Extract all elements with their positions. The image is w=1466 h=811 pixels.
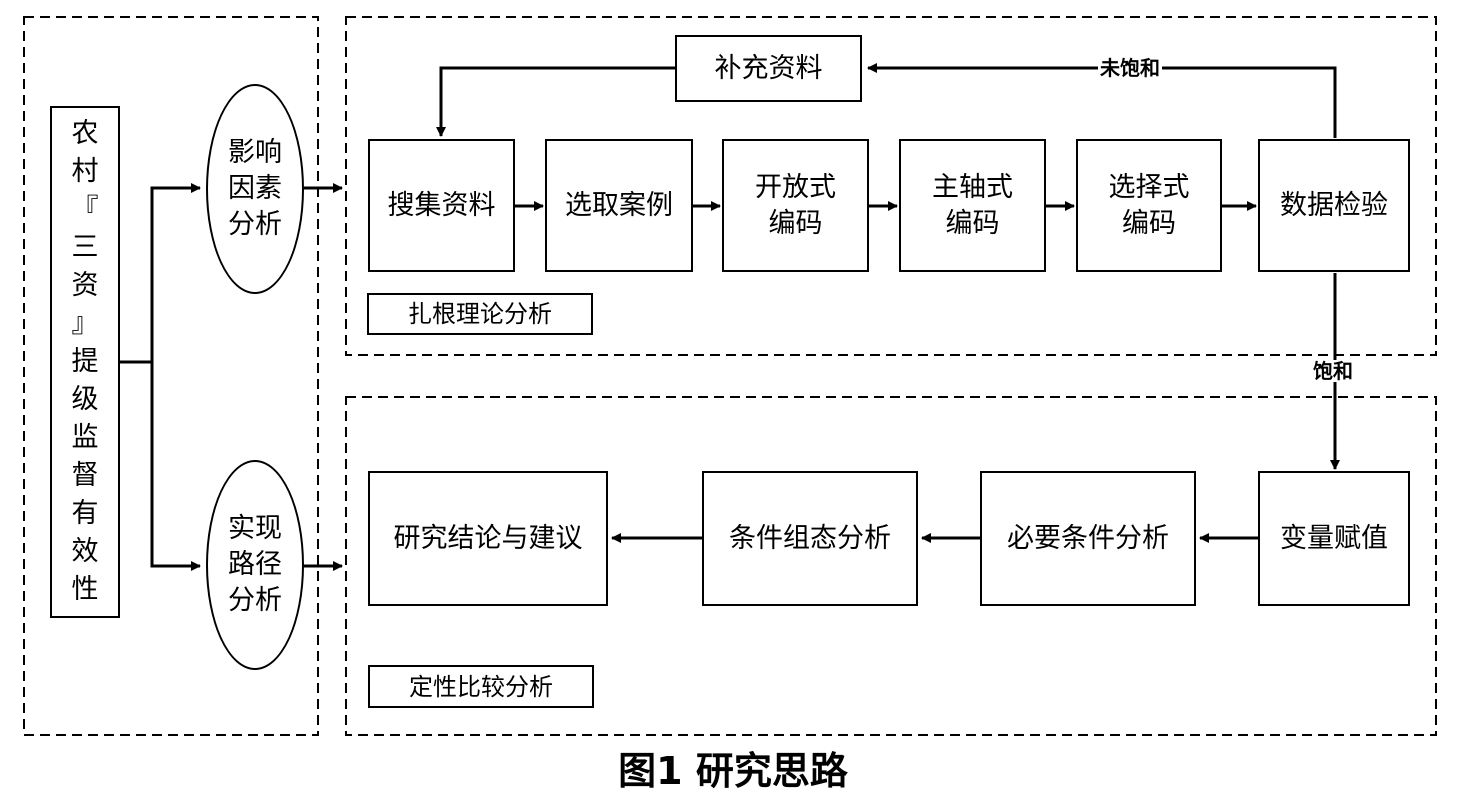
- step-selective-coding: 选择式 编码: [1076, 139, 1222, 272]
- subject-char: 有: [71, 498, 99, 529]
- factors-analysis-ellipse: 影响 因素 分析: [206, 84, 304, 294]
- grounded-dashed-frame: [345, 16, 1437, 356]
- step-conclusion: 研究结论与建议: [368, 471, 608, 606]
- subject-char: 农: [71, 118, 99, 149]
- subject-char: 『: [71, 194, 99, 225]
- subject-char: 』: [71, 308, 99, 339]
- subject-char: 三: [71, 232, 99, 263]
- feedback-line: [867, 63, 1337, 138]
- qca-section-label: 定性比较分析: [368, 665, 594, 708]
- unsaturated-label: 未饱和: [1098, 56, 1162, 80]
- subject-char: 级: [71, 384, 99, 415]
- figure-caption: 图1 研究思路: [618, 749, 848, 793]
- step-axial-coding: 主轴式 编码: [899, 139, 1046, 272]
- saturated-label: 饱和: [1311, 359, 1355, 383]
- subject-char: 资: [71, 270, 99, 301]
- step-collect-data: 搜集资料: [368, 139, 515, 272]
- supplement-data-box: 补充资料: [675, 35, 862, 102]
- supplement-to-collect: [436, 66, 675, 137]
- subject-char: 提: [71, 346, 99, 377]
- subject-char: 督: [71, 460, 99, 491]
- step-variable-assignment: 变量赋值: [1258, 471, 1410, 606]
- step-configuration: 条件组态分析: [702, 471, 918, 606]
- qca-dashed-frame: [345, 396, 1437, 736]
- path-analysis-ellipse: 实现 路径 分析: [206, 460, 304, 670]
- research-subject-box: 农村『三资』提级监督有效性: [50, 106, 120, 618]
- step-necessary-condition: 必要条件分析: [980, 471, 1196, 606]
- grounded-section-label: 扎根理论分析: [367, 293, 593, 335]
- left-dashed-frame: [23, 16, 319, 736]
- step-select-cases: 选取案例: [545, 139, 693, 272]
- subject-char: 效: [71, 536, 99, 567]
- step-open-coding: 开放式 编码: [722, 139, 869, 272]
- step-data-test: 数据检验: [1258, 139, 1410, 272]
- subject-char: 村: [71, 156, 99, 187]
- subject-char: 监: [71, 422, 99, 453]
- subject-char: 性: [71, 574, 99, 605]
- branch-lines: [120, 186, 186, 568]
